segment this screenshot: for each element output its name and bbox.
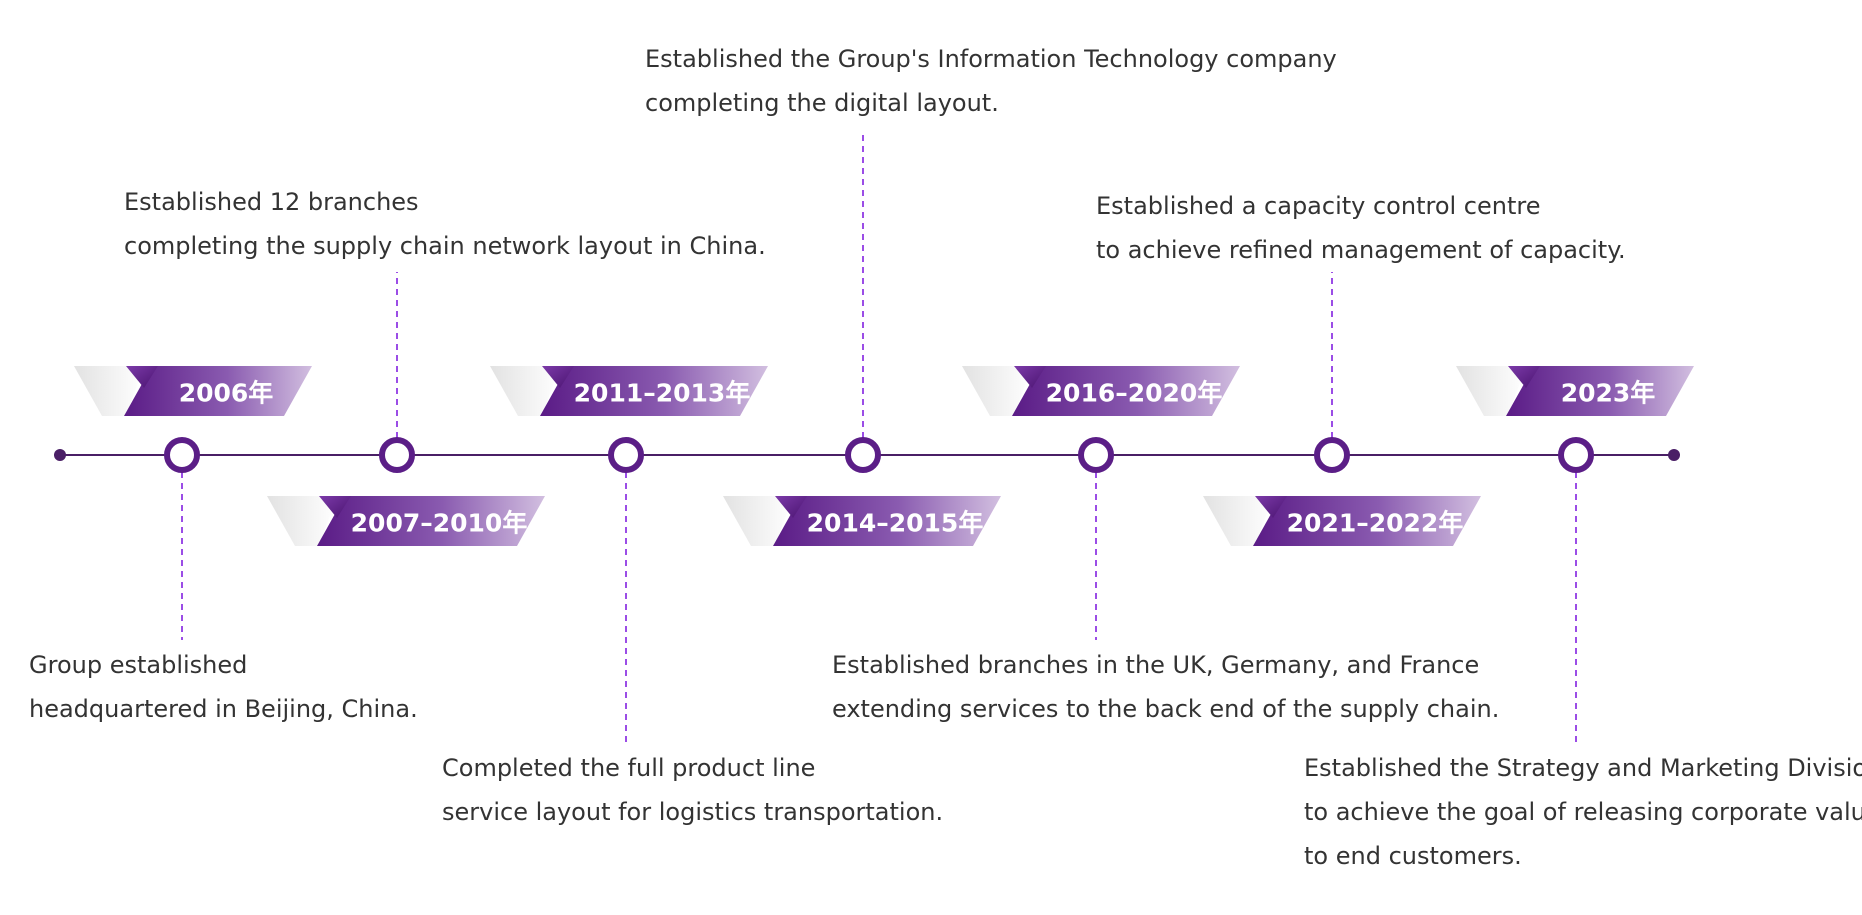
timeline-node [1558, 437, 1594, 473]
description-line: service layout for logistics transportat… [442, 798, 944, 826]
year-tag [540, 366, 768, 416]
timeline-node [164, 437, 200, 473]
year-tag-notch [775, 496, 807, 518]
year-tag-shadow [490, 366, 560, 416]
milestone-description: Established a capacity control centre to … [1096, 184, 1626, 272]
year-tag [1012, 366, 1240, 416]
year-label: 2023年 [1560, 378, 1656, 408]
year-tag-notch [1255, 496, 1287, 518]
description-line: headquartered in Beijing, China. [29, 695, 418, 723]
description-line: to end customers. [1304, 842, 1522, 870]
milestone-description: Established the Group's Information Tech… [645, 37, 1337, 125]
description-line: completing the digital layout. [645, 89, 999, 117]
year-tag-shadow [267, 496, 337, 546]
milestone-description: Completed the full product line service l… [442, 746, 943, 834]
description-line: Established a capacity control centre [1096, 192, 1541, 220]
milestone-description: Established branches in the UK, Germany,… [832, 643, 1499, 731]
timeline-start-dot [54, 449, 66, 461]
description-line: Completed the full product line [442, 754, 816, 782]
milestone-description: Group established headquartered in Beijin… [29, 643, 418, 731]
timeline-node [1314, 437, 1350, 473]
year-tag-notch [1014, 366, 1046, 388]
year-tag-notch [1508, 366, 1540, 388]
year-tag-notch [126, 366, 158, 388]
year-tag-notch [542, 366, 574, 388]
year-tag-shadow [962, 366, 1032, 416]
year-tag [1253, 496, 1481, 546]
year-tag [124, 366, 312, 416]
description-line: Group established [29, 651, 248, 679]
milestone-description: Established 12 branches completing the su… [124, 180, 766, 268]
description-line: extending services to the back end of th… [832, 695, 1500, 723]
description-line: to achieve the goal of releasing corpora… [1304, 798, 1862, 826]
year-tag [317, 496, 545, 546]
year-label: 2006年 [178, 378, 274, 408]
milestone-description: Established the Strategy and Marketing D… [1304, 746, 1862, 878]
year-label: 2011–2013年 [573, 378, 751, 408]
year-label: 2016–2020年 [1045, 378, 1223, 408]
description-line: to achieve refined management of capacit… [1096, 236, 1626, 264]
year-tag-shadow [1456, 366, 1526, 416]
timeline-end-dot [1668, 449, 1680, 461]
year-tag-shadow [723, 496, 793, 546]
year-tag-shadow [1203, 496, 1273, 546]
description-line: Established the Group's Information Tech… [645, 45, 1337, 73]
year-tag-notch [319, 496, 351, 518]
year-label: 2014–2015年 [806, 508, 984, 538]
year-tag [773, 496, 1001, 546]
timeline-node [845, 437, 881, 473]
year-tag-shadow [74, 366, 144, 416]
timeline-node [1078, 437, 1114, 473]
year-label: 2021–2022年 [1286, 508, 1464, 538]
description-line: Established the Strategy and Marketing D… [1304, 754, 1862, 782]
description-line: completing the supply chain network layo… [124, 232, 766, 260]
timeline-node [608, 437, 644, 473]
year-label: 2007–2010年 [350, 508, 528, 538]
description-line: Established 12 branches [124, 188, 419, 216]
timeline-node [379, 437, 415, 473]
year-tag [1506, 366, 1694, 416]
description-line: Established branches in the UK, Germany,… [832, 651, 1480, 679]
